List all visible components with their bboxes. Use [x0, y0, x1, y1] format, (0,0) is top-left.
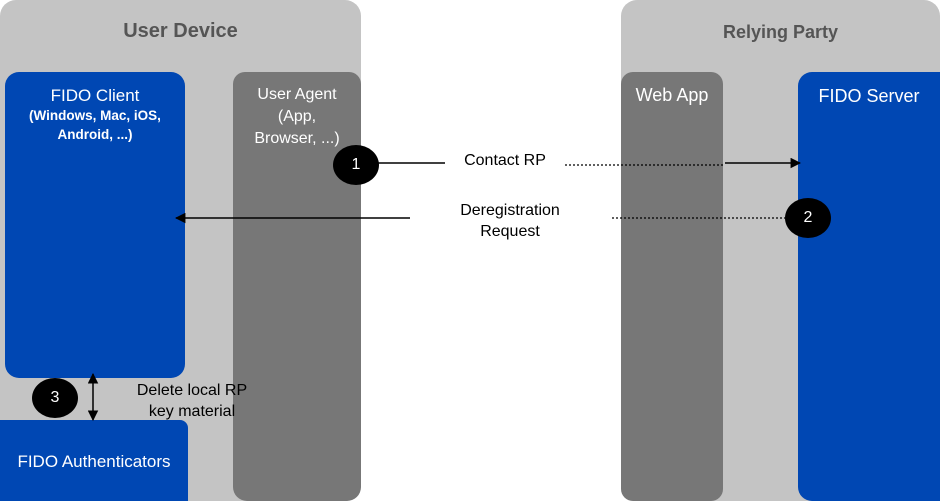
- step-1-badge: 1: [333, 145, 379, 185]
- fido-client-box: FIDO Client (Windows, Mac, iOS, Android,…: [5, 72, 185, 378]
- fido-authenticators-title: FIDO Authenticators: [17, 452, 171, 471]
- relying-party-title: Relying Party: [722, 22, 839, 42]
- web-app-title: Web App: [635, 85, 709, 105]
- fido-server-box: FIDO Server: [798, 72, 940, 501]
- user-agent-box: User Agent (App, Browser, ...): [233, 72, 361, 501]
- user-agent-title: User Agent: [257, 86, 337, 103]
- step-3-badge: 3: [32, 378, 78, 418]
- step-1-label: Contact RP: [464, 152, 546, 169]
- fido-client-subtitle-line-1: (Windows, Mac, iOS,: [29, 108, 161, 123]
- fido-client-title: FIDO Client: [50, 86, 140, 105]
- step-3-label-line-2: key material: [148, 403, 236, 420]
- user-agent-subtitle-line-2: Browser, ...): [254, 130, 340, 147]
- step-2-label-line-1: Deregistration: [460, 202, 560, 219]
- fido-client-subtitle-line-2: Android, ...): [57, 127, 133, 142]
- step-2-label-line-2: Request: [480, 223, 540, 240]
- step-2-badge: 2: [785, 198, 831, 238]
- fido-server-title: FIDO Server: [818, 86, 920, 106]
- web-app-box: Web App: [621, 72, 723, 501]
- step-3-label-line-1: Delete local RP: [136, 382, 248, 399]
- user-device-title: User Device: [123, 20, 238, 42]
- fido-authenticators-box: FIDO Authenticators: [0, 420, 188, 501]
- user-agent-subtitle-line-1: (App,: [277, 108, 317, 125]
